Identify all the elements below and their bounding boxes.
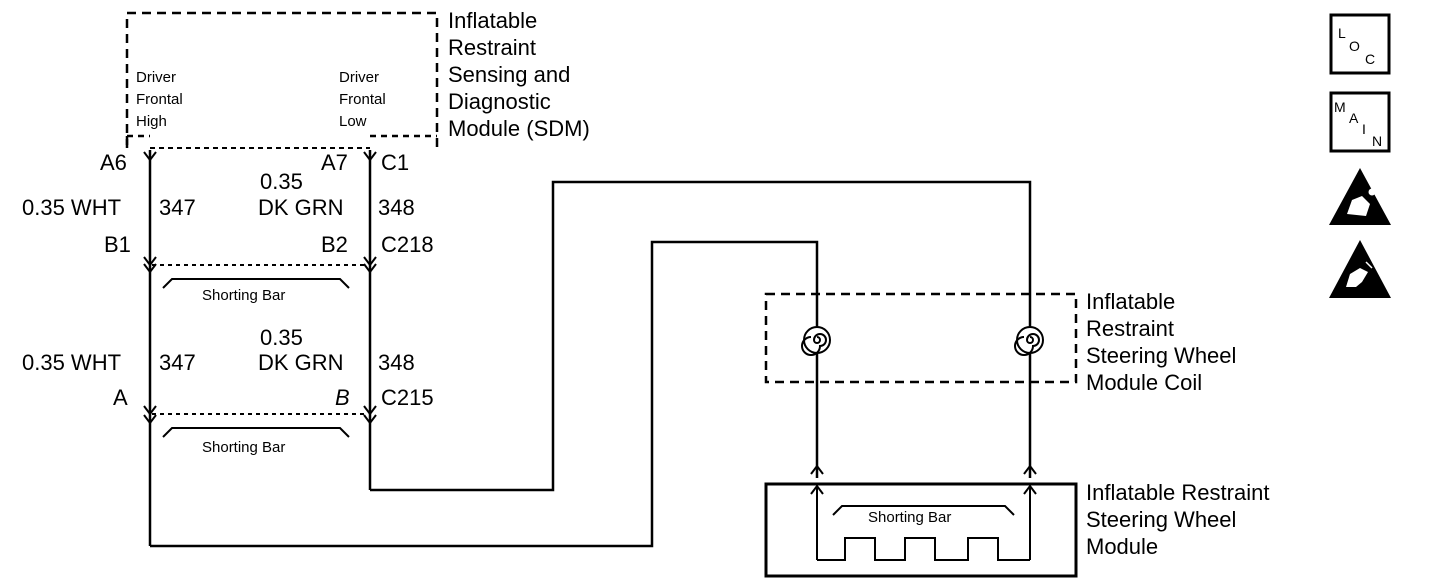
wire-348 [368,150,1032,492]
wire-size-348-top: 0.35 [260,169,303,194]
module-title-line: Inflatable Restraint [1086,480,1269,505]
pin-label-line: Frontal [136,91,183,108]
main-icon-letter: A [1349,110,1359,126]
module-box [764,482,1078,578]
wire-circuit-347-bottom: 347 [159,350,196,375]
pin-label-line: Frontal [339,91,386,108]
module-title: Inflatable Restraint Steering Wheel Modu… [1086,480,1276,559]
clockspring-icon [1014,326,1044,356]
connector-chevrons [143,151,1037,475]
wire-circuit-348-bottom: 348 [378,350,415,375]
coil-title: Inflatable Restraint Steering Wheel Modu… [1086,289,1243,395]
sdm-title-line: Module (SDM) [448,116,590,141]
wire-color-348-bottom: DK GRN [258,350,344,375]
loc-icon-letter: L [1338,25,1346,41]
pin-label-line: Low [339,113,367,130]
main-icon-letter: M [1334,99,1346,115]
shorting-bar-label: Shorting Bar [202,287,285,304]
loc-icon: L O C [1329,13,1391,75]
pin-a6: A6 [100,150,127,175]
sdm-title-line: Diagnostic [448,89,551,114]
coil-title-line: Restraint [1086,316,1174,341]
pin-b: B [335,385,350,410]
pin-label-line: High [136,113,167,130]
wire-color-347-top: 0.35 WHT [22,195,121,220]
sdm-title-line: Restraint [448,35,536,60]
airbag-warning-icon [1329,168,1391,225]
shorting-bar-label: Shorting Bar [868,509,951,526]
pin-label-driver-frontal-low: Driver Frontal Low [339,69,390,130]
clockspring-icon [801,326,831,356]
module-title-line: Steering Wheel [1086,507,1236,532]
pin-label-line: Driver [136,69,176,86]
loc-icon-letter: C [1365,51,1375,67]
connector-c218: C218 [381,232,434,257]
pin-label-driver-frontal-high: Driver Frontal High [136,69,187,130]
pin-label-line: Driver [339,69,379,86]
module-internal-wiring [810,484,1037,561]
wire-color-347-bottom: 0.35 WHT [22,350,121,375]
pin-b2: B2 [321,232,348,257]
pin-b1: B1 [104,232,131,257]
sdm-title-line: Sensing and [448,62,570,87]
sdm-title: Inflatable Restraint Sensing and Diagnos… [448,8,590,141]
wire-circuit-347-top: 347 [159,195,196,220]
esd-warning-icon [1329,240,1391,298]
shorting-bar-label: Shorting Bar [202,439,285,456]
main-icon: M A I N [1329,91,1391,153]
sdm-box [125,11,439,149]
coil-title-line: Steering Wheel [1086,343,1236,368]
pin-a: A [113,385,128,410]
module-title-line: Module [1086,534,1158,559]
coil-title-line: Module Coil [1086,370,1202,395]
pin-c1: C1 [381,150,409,175]
shorting-bar-c215 [162,427,350,438]
main-icon-letter: I [1362,121,1366,137]
wire-347 [148,150,819,548]
wire-color-348-top: DK GRN [258,195,344,220]
coil-title-line: Inflatable [1086,289,1175,314]
sdm-title-line: Inflatable [448,8,537,33]
coil-box [764,292,1078,384]
connector-c215: C215 [381,385,434,410]
shorting-bar-c218 [162,278,350,289]
pin-a7: A7 [321,150,348,175]
loc-icon-letter: O [1349,38,1360,54]
wire-circuit-348-top: 348 [378,195,415,220]
main-icon-letter: N [1372,133,1382,149]
wire-size-348-bottom: 0.35 [260,325,303,350]
